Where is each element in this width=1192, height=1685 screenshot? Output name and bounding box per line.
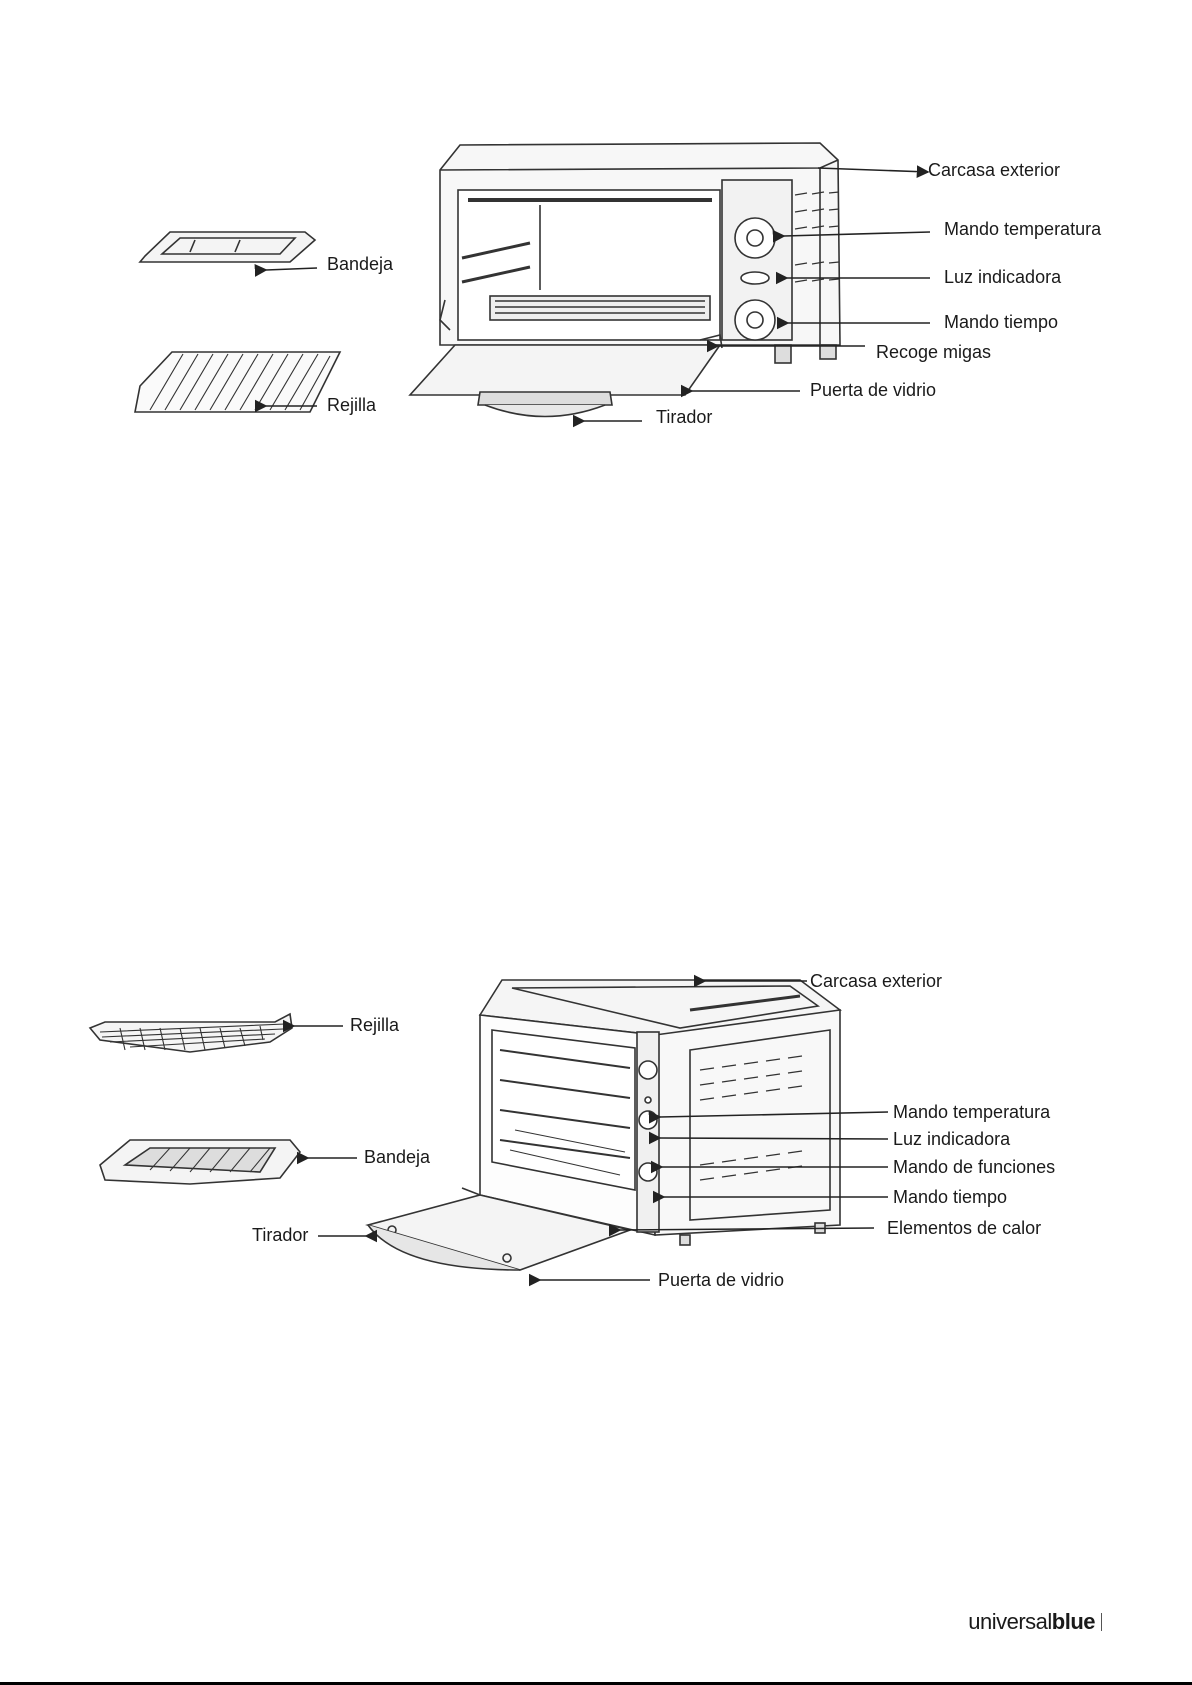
label-crumb-tray: Recoge migas	[876, 343, 991, 361]
label-baking-tray-large: Bandeja	[364, 1148, 430, 1166]
label-handle: Tirador	[656, 408, 712, 426]
brand-divider	[1101, 1613, 1102, 1631]
oven-illustration-large	[0, 940, 1192, 1320]
glass-door-small	[410, 345, 720, 417]
function-knob-large	[639, 1111, 657, 1129]
label-time-knob: Mando tiempo	[944, 313, 1058, 331]
indicator-light-small	[741, 272, 769, 284]
label-wire-rack: Rejilla	[327, 396, 376, 414]
label-time-knob-large: Mando tiempo	[893, 1188, 1007, 1206]
label-outer-casing: Carcasa exterior	[928, 161, 1060, 179]
baking-tray-large	[100, 1140, 300, 1184]
oven-body-small	[440, 143, 840, 363]
label-glass-door: Puerta de vidrio	[810, 381, 936, 399]
label-temperature-knob: Mando temperatura	[944, 220, 1101, 238]
time-knob-small	[735, 300, 775, 340]
temperature-knob-small	[735, 218, 775, 258]
brand-logo: universalblue	[968, 1609, 1102, 1635]
label-outer-casing-large: Carcasa exterior	[810, 972, 942, 990]
baking-tray-small	[140, 232, 315, 262]
wire-rack-large	[90, 1014, 292, 1052]
brand-logo-light: universal	[968, 1609, 1052, 1634]
label-wire-rack-large: Rejilla	[350, 1016, 399, 1034]
brand-logo-bold: blue	[1052, 1609, 1095, 1634]
label-indicator-light-large: Luz indicadora	[893, 1130, 1010, 1148]
door-handle-small	[478, 392, 612, 405]
label-baking-tray: Bandeja	[327, 255, 393, 273]
wire-rack-small	[135, 352, 340, 412]
label-heating-elements: Elementos de calor	[887, 1219, 1041, 1237]
label-handle-large: Tirador	[252, 1226, 308, 1244]
label-indicator-light: Luz indicadora	[944, 268, 1061, 286]
indicator-light-large	[645, 1097, 651, 1103]
label-glass-door-large: Puerta de vidrio	[658, 1271, 784, 1289]
time-knob-large	[639, 1163, 657, 1181]
label-function-knob-large: Mando de funciones	[893, 1158, 1055, 1176]
oven-body-large	[480, 980, 840, 1245]
label-temperature-knob-large: Mando temperatura	[893, 1103, 1050, 1121]
oven-diagram-large: Carcasa exterior Rejilla Bandeja Tirador…	[0, 940, 1192, 1320]
temperature-knob-large	[639, 1061, 657, 1079]
oven-diagram-small: Carcasa exterior Mando temperatura Luz i…	[0, 0, 1192, 460]
